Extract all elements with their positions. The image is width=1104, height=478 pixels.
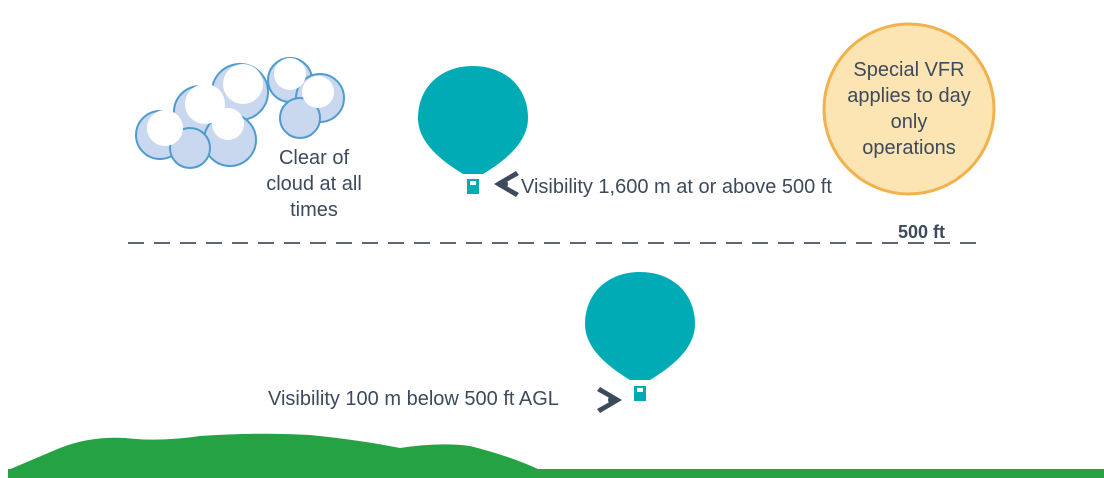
cloud-icon — [135, 57, 345, 169]
eye-icon — [597, 387, 622, 413]
hot-air-balloon-icon — [585, 272, 695, 401]
hot-air-balloon-icon — [418, 66, 528, 194]
visibility-above-label: Visibility 1,600 m at or above 500 ft — [521, 176, 832, 198]
cloud-clearance-label: Clear of cloud at all times — [266, 147, 362, 221]
special-vfr-badge-circle — [822, 22, 996, 196]
special-vfr-badge: Special VFR applies to day only operatio… — [824, 24, 994, 194]
special-vfr-note: Special VFR applies to day only operatio… — [847, 59, 971, 159]
eye-icon — [494, 171, 519, 197]
altitude-label: 500 ft — [898, 222, 946, 242]
ground-hills — [8, 433, 1104, 478]
visibility-below-label: Visibility 100 m below 500 ft AGL — [268, 388, 559, 410]
ground-strip — [8, 469, 1104, 478]
